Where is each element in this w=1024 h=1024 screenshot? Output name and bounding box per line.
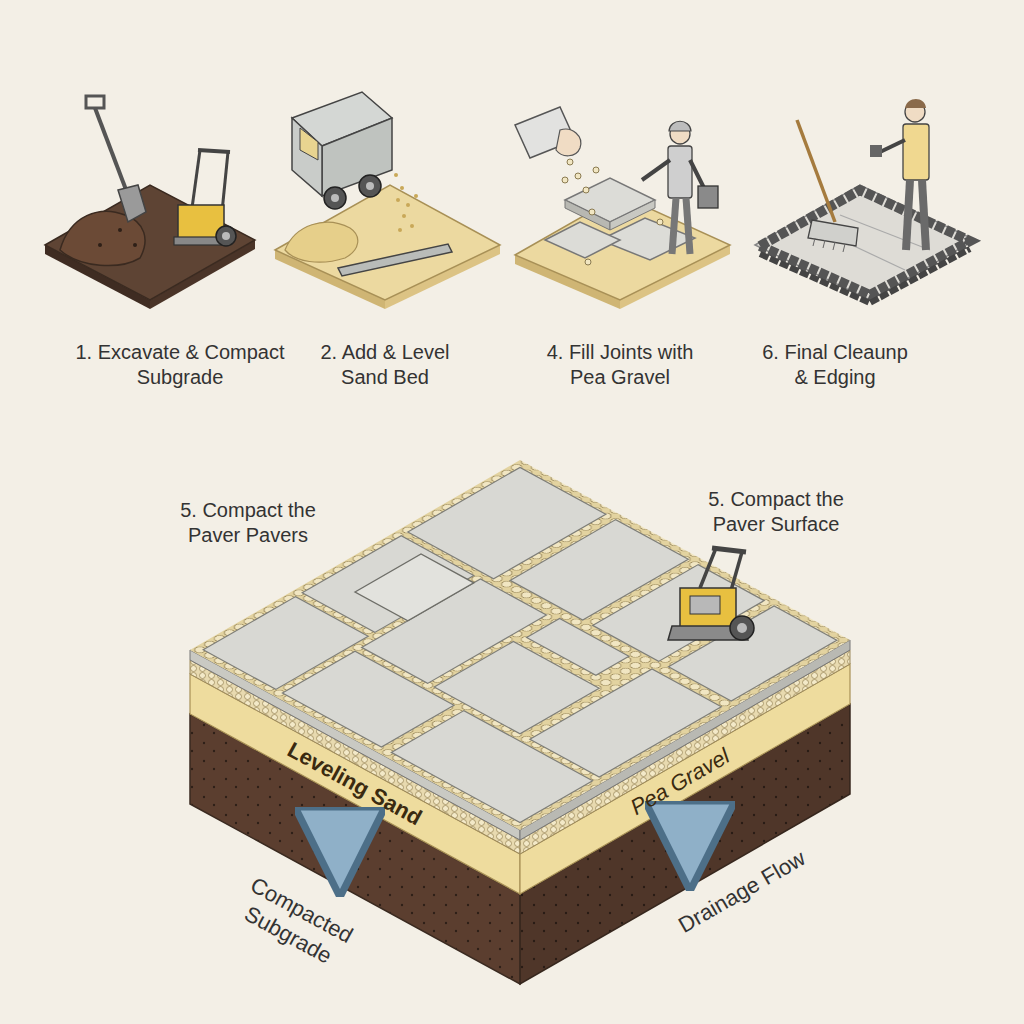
step-caption: 2. Add & Level Sand Bed [305, 340, 465, 390]
step-caption: 4. Fill Joints with Pea Gravel [535, 340, 705, 390]
step-callout: 5. Compact the Paver Pavers [163, 498, 333, 548]
step-caption: 1. Excavate & Compact Subgrade [65, 340, 295, 390]
step-callout: 5. Compact the Paver Surface [691, 487, 861, 537]
sand-panel [275, 92, 500, 309]
step-caption: 6. Final Cleaunp & Edging [758, 340, 913, 390]
cleanup-panel [755, 99, 975, 303]
joint-fill-panel [515, 107, 730, 309]
excavate-panel [45, 96, 255, 309]
plate-compactor [668, 548, 754, 640]
